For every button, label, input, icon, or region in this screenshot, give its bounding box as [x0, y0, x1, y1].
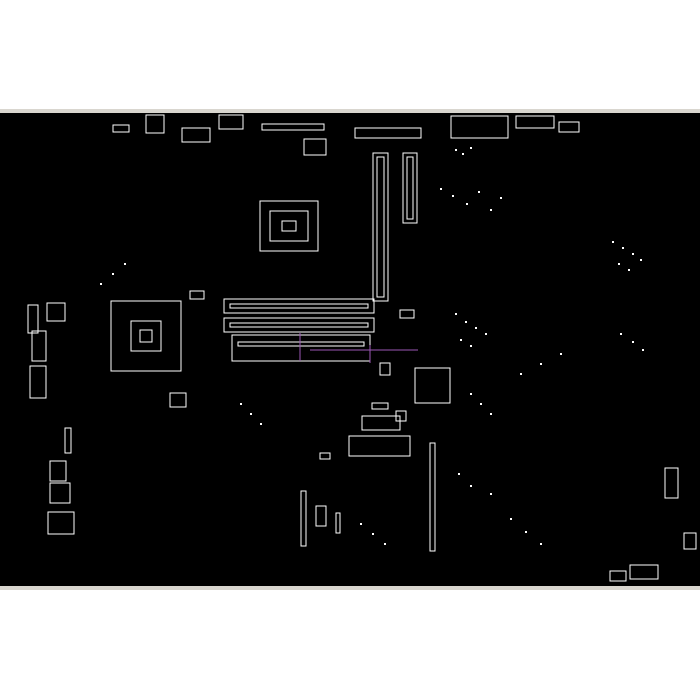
small-chip-8	[379, 362, 391, 376]
small-chip-1	[303, 138, 327, 156]
right-connector-2	[683, 532, 697, 550]
vertical-slot-2	[402, 152, 418, 224]
top-connector-6	[354, 127, 422, 139]
northbridge-chip	[259, 200, 319, 252]
pad-clusters	[100, 147, 644, 545]
memory-slot-1-inner	[229, 303, 369, 309]
top-connector-4	[218, 114, 244, 130]
bottom-connector	[609, 570, 627, 582]
right-connector-1	[664, 467, 679, 499]
cpu-core	[130, 320, 162, 352]
left-chip-4	[49, 482, 71, 504]
memory-slot-3	[231, 334, 371, 362]
left-chip-2	[64, 427, 72, 454]
left-connector-3	[29, 365, 47, 399]
vertical-slot-2-inner	[406, 156, 414, 220]
left-chip-1	[46, 302, 66, 322]
cpu-die	[139, 329, 153, 343]
left-connector-1	[27, 304, 39, 334]
audio-block	[315, 505, 327, 527]
top-connector-2	[145, 114, 165, 134]
cpu-socket	[110, 300, 182, 372]
io-connector	[348, 435, 411, 457]
northbridge-core	[269, 210, 309, 242]
left-chip-5	[47, 511, 75, 535]
memory-slot-2	[223, 317, 375, 333]
small-chip-2	[319, 452, 331, 460]
vertical-slot-1-inner	[376, 156, 385, 298]
small-chip-7	[399, 309, 415, 319]
pcb-layout[interactable]	[0, 113, 700, 586]
southbridge-chip	[414, 367, 451, 404]
small-chip-3	[371, 402, 389, 410]
left-connector-2	[31, 330, 47, 362]
right-connector-3	[629, 564, 659, 580]
top-connector-7	[450, 115, 509, 139]
small-chip-5	[169, 392, 187, 408]
memory-slot-3-inner	[237, 341, 365, 347]
memory-slot-1	[223, 298, 375, 314]
top-connector-9	[558, 121, 580, 133]
memory-slot-2-inner	[229, 322, 369, 328]
long-vertical-slot	[429, 442, 436, 552]
top-connector-3	[181, 127, 211, 143]
left-chip-3	[49, 460, 67, 482]
top-connector-1	[112, 124, 130, 133]
io-chip	[361, 415, 401, 431]
small-chip-4	[395, 410, 407, 422]
small-chip-6	[189, 290, 205, 300]
northbridge-die	[281, 220, 297, 232]
top-connector-8	[515, 115, 555, 129]
small-vertical-chip	[335, 512, 341, 534]
vertical-slot-1	[372, 152, 389, 302]
left-vertical-connector	[300, 490, 307, 547]
top-connector-5	[261, 123, 325, 131]
